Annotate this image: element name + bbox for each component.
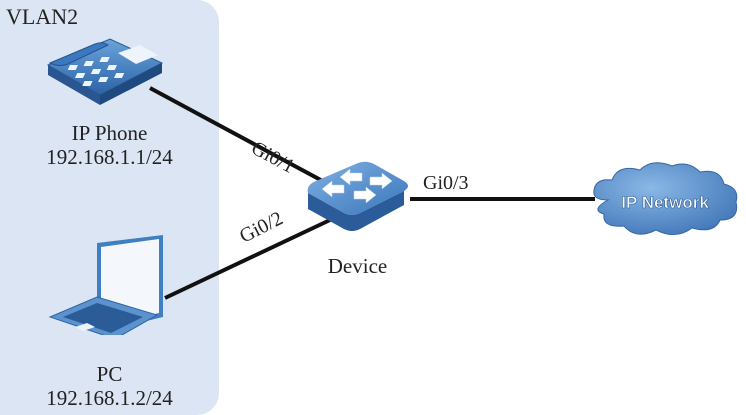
- laptop-icon: [48, 235, 163, 335]
- link-phone-device: [149, 86, 331, 187]
- pc-label: PC 192.168.1.2/24: [0, 362, 219, 410]
- pc-address: 192.168.1.2/24: [46, 386, 173, 410]
- pc-name: PC: [96, 362, 123, 386]
- vlan-label: VLAN2: [6, 4, 79, 29]
- switch-icon: [307, 161, 408, 231]
- cloud-icon: IP Network: [593, 162, 738, 235]
- device-label: Device: [327, 254, 388, 278]
- ip-phone-label: IP Phone 192.168.1.1/24: [0, 121, 219, 169]
- ip-phone-address: 192.168.1.1/24: [46, 145, 173, 169]
- port-label-gi0-3: Gi0/3: [423, 172, 469, 194]
- link-pc-device: [164, 218, 331, 300]
- ip-phone-name: IP Phone: [71, 121, 148, 145]
- ip-phone-icon: [46, 38, 164, 105]
- ip-network-label: IP Network: [621, 193, 709, 212]
